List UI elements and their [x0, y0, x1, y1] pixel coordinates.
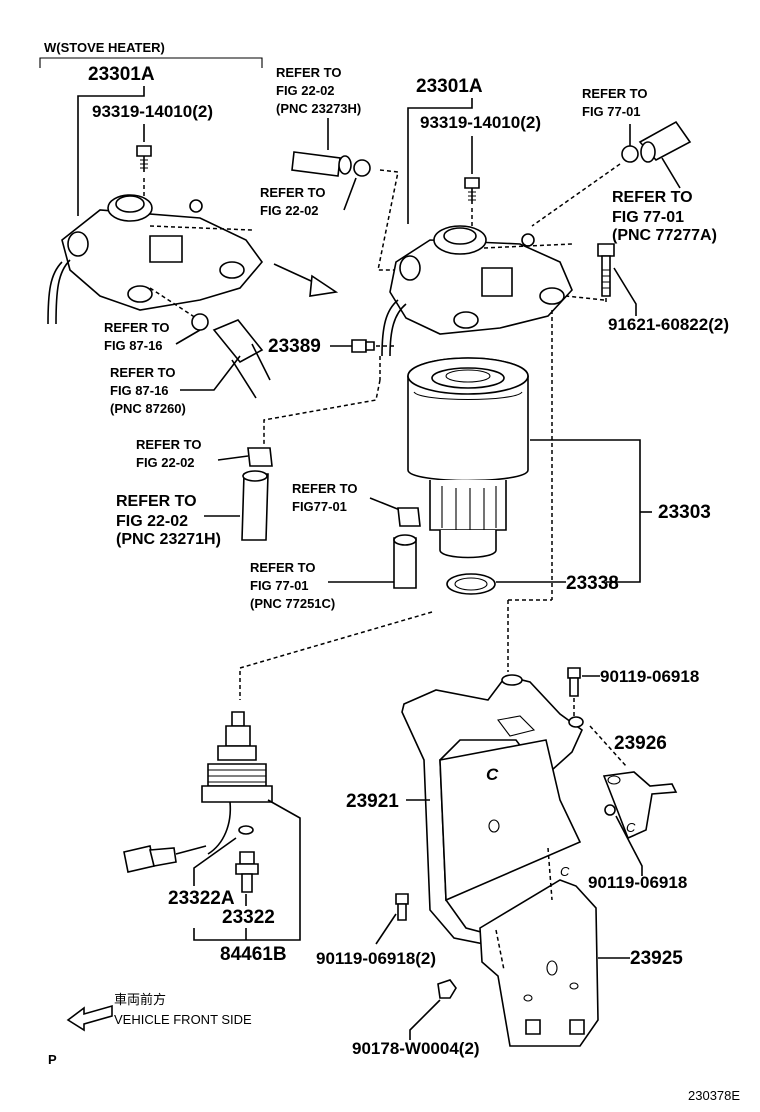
front-direction-legend: 車両前方 VEHICLE FRONT SIDE: [66, 992, 252, 1032]
svg-text:FIG 22-02: FIG 22-02: [116, 513, 188, 530]
svg-text:FIG 22-02: FIG 22-02: [136, 455, 195, 470]
variant-bracket-line: [39, 57, 263, 68]
right-screw-shape: [464, 177, 480, 204]
variant-label: W(STOVE HEATER): [44, 40, 165, 55]
svg-text:REFER TO: REFER TO: [110, 365, 176, 380]
bracket-mark: C: [486, 765, 499, 784]
corner-letter: P: [48, 1052, 57, 1067]
sensor-assembly: [123, 711, 273, 893]
label-left-filter-cap: 23301A: [88, 64, 155, 85]
nut-shape: [437, 979, 457, 999]
ref-fig-22-02-pnc-23271h: REFER TO FIG 22-02 (PNC 23271H): [116, 493, 240, 548]
stove-heater-variant: W(STOVE HEATER) 23301A 93319-14010(2): [39, 40, 339, 416]
label-bracket-small: 23926: [614, 733, 667, 754]
svg-text:FIG 77-01: FIG 77-01: [250, 578, 309, 593]
label-sensor-oring: 23322A: [168, 888, 235, 909]
left-filter-cap-shape: [47, 194, 264, 325]
ref-fig-22-02-upper: REFER TO FIG 22-02: [260, 177, 357, 218]
label-nut: 90178-W0004(2): [352, 1039, 480, 1058]
label-right-screw: 93319-14010(2): [420, 113, 541, 132]
bolt-lower-shape: [395, 893, 409, 921]
label-plug: 23389: [268, 336, 321, 357]
ref-fig-87-16-pnc: REFER TO FIG 87-16 (PNC 87260): [110, 355, 241, 416]
direction-arrow-head: [309, 274, 339, 297]
svg-text:REFER TO: REFER TO: [260, 185, 326, 200]
svg-text:FIG 77-01: FIG 77-01: [582, 104, 641, 119]
svg-text:FIG 87-16: FIG 87-16: [110, 383, 169, 398]
front-arrow-icon: [66, 1004, 113, 1032]
main-bracket-shape: C: [401, 674, 584, 945]
svg-text:(PNC 77251C): (PNC 77251C): [250, 596, 335, 611]
right-filter-assembly: 23301A 93319-14010(2): [263, 76, 573, 672]
label-bolt-bracket-small: 90119-06918: [588, 873, 687, 892]
svg-text:REFER TO: REFER TO: [582, 86, 648, 101]
filter-element-shape: [407, 357, 529, 559]
ref-fig-87-16: REFER TO FIG 87-16: [104, 320, 201, 353]
ref-fig-22-02-middle: REFER TO FIG 22-02: [136, 437, 249, 470]
svg-text:FIG 77-01: FIG 77-01: [612, 209, 684, 226]
svg-text:REFER TO: REFER TO: [250, 560, 316, 575]
middle-hose-fitting: [241, 447, 273, 541]
legend-english: VEHICLE FRONT SIDE: [114, 1012, 252, 1027]
ref-fig-77-01-upper: REFER TO FIG 77-01: [582, 86, 648, 146]
bolt-upper-shape: [567, 667, 581, 697]
figure-code: 230378E: [688, 1088, 740, 1103]
svg-text:REFER TO: REFER TO: [104, 320, 170, 335]
svg-text:REFER TO: REFER TO: [116, 493, 197, 510]
legend-japanese: 車両前方: [114, 992, 166, 1007]
plug-shape: [351, 339, 375, 353]
label-gasket: 23338: [566, 573, 619, 594]
svg-text:FIG77-01: FIG77-01: [292, 499, 347, 514]
ref-fig-77-01-pnc-77251c: REFER TO FIG 77-01 (PNC 77251C): [250, 560, 394, 611]
svg-text:(PNC 87260): (PNC 87260): [110, 401, 186, 416]
upper-right-hose: [621, 120, 692, 189]
svg-text:FIG 87-16: FIG 87-16: [104, 338, 163, 353]
svg-text:REFER TO: REFER TO: [292, 481, 358, 496]
left-hose-clamp: [191, 313, 271, 399]
svg-text:(PNC 23271H): (PNC 23271H): [116, 531, 221, 548]
bolt-91621-shape: [597, 243, 615, 297]
label-sensor: 23322: [222, 907, 275, 928]
svg-text:FIG 22-02: FIG 22-02: [276, 83, 335, 98]
label-right-filter-cap: 23301A: [416, 76, 483, 97]
label-bolt-91621: 91621-60822(2): [608, 315, 729, 334]
label-bracket-main: 23921: [346, 791, 399, 812]
label-bolt-lower: 90119-06918(2): [316, 949, 436, 968]
svg-text:REFER TO: REFER TO: [136, 437, 202, 452]
svg-text:REFER TO: REFER TO: [612, 189, 693, 206]
ref-fig-22-02-pnc-23273h: REFER TO FIG 22-02 (PNC 23273H): [276, 65, 361, 150]
label-left-screw: 93319-14010(2): [92, 102, 213, 121]
bolt-bracket-small-shape: [604, 804, 616, 816]
label-sensor-assy: 84461B: [220, 944, 287, 965]
svg-text:C: C: [560, 864, 570, 879]
svg-text:(PNC 77277A): (PNC 77277A): [612, 227, 717, 244]
protector-shape: C: [479, 864, 599, 1047]
label-bolt-upper: 90119-06918: [600, 667, 699, 686]
svg-text:FIG 22-02: FIG 22-02: [260, 203, 319, 218]
label-protector: 23925: [630, 948, 683, 969]
ref-fig77-01-middle: REFER TO FIG77-01: [292, 481, 401, 514]
gasket-shape: [446, 573, 496, 595]
right-filter-cap-shape: [381, 225, 573, 357]
label-filter-element: 23303: [658, 502, 711, 523]
svg-text:(PNC 23273H): (PNC 23273H): [276, 101, 361, 116]
svg-text:REFER TO: REFER TO: [276, 65, 342, 80]
ref-fig-77-01-pnc-77277a: REFER TO FIG 77-01 (PNC 77277A): [612, 189, 717, 244]
upper-hose: [291, 151, 371, 177]
small-bracket-mark: C: [626, 820, 636, 835]
small-bracket-shape: C: [602, 771, 678, 840]
left-screw-shape: [136, 145, 152, 172]
middle-right-hose: [393, 507, 421, 589]
